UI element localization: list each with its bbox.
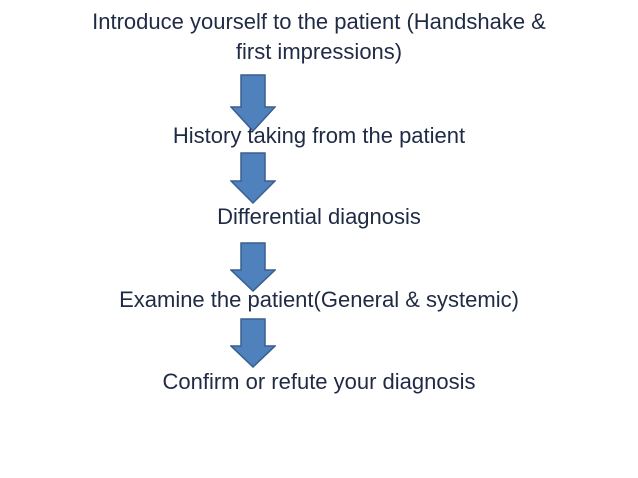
down-arrow-icon [230, 74, 276, 132]
step-examine-label: Examine the patient(General & systemic) [119, 287, 519, 312]
step-introduce: Introduce yourself to the patient (Hands… [0, 7, 638, 67]
step-differential: Differential diagnosis [0, 202, 638, 232]
step-differential-label: Differential diagnosis [217, 204, 421, 229]
step-examine: Examine the patient(General & systemic) [0, 285, 638, 315]
step-history: History taking from the patient [0, 121, 638, 151]
down-arrow-icon [230, 318, 276, 368]
step-confirm: Confirm or refute your diagnosis [0, 367, 638, 397]
step-confirm-label: Confirm or refute your diagnosis [162, 369, 476, 394]
step-history-label: History taking from the patient [172, 123, 466, 148]
step-introduce-line-1: Introduce yourself to the patient (Hands… [92, 9, 546, 34]
down-arrow-icon [230, 152, 276, 204]
down-arrow-icon [230, 242, 276, 292]
step-introduce-line-2: first impressions) [235, 39, 403, 64]
